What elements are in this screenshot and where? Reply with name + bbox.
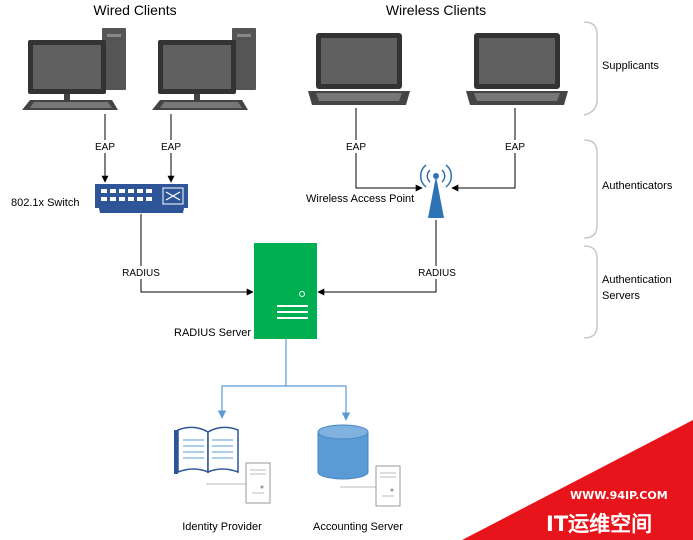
radius-label: RADIUS	[418, 268, 456, 279]
radius-server-icon	[254, 243, 317, 339]
wireless-access-point-icon	[419, 164, 453, 218]
database-icon	[317, 424, 369, 480]
laptop-icon	[466, 33, 568, 105]
watermark-text: IT运维空间	[546, 512, 652, 536]
accounting-server-label: Accounting Server	[313, 521, 403, 533]
identity-provider-label: Identity Provider	[182, 521, 262, 533]
authenticators-brace	[583, 139, 598, 239]
switch-label: 802.1x Switch	[11, 197, 79, 209]
network-switch-icon	[95, 184, 188, 213]
supplicants-label: Supplicants	[602, 60, 659, 72]
link-identity-provider	[217, 339, 287, 419]
server-icon	[375, 465, 401, 507]
laptop-icon	[308, 33, 410, 105]
authentication-servers-brace	[583, 245, 598, 339]
radius-link-switch	[140, 214, 254, 296]
wired-clients-title: Wired Clients	[93, 2, 176, 18]
eap-link-wireless-2	[451, 108, 516, 192]
eap-label: EAP	[161, 142, 181, 153]
access-point-label: Wireless Access Point	[306, 193, 414, 205]
server-icon	[245, 462, 271, 504]
desktop-computer-icon	[152, 28, 256, 110]
radius-server-label: RADIUS Server	[174, 327, 251, 339]
desktop-computer-icon	[22, 28, 126, 110]
eap-label: EAP	[346, 142, 366, 153]
eap-label: EAP	[505, 142, 525, 153]
authentication-servers-label-line2: Servers	[602, 290, 640, 302]
radius-link-access-point	[317, 220, 437, 296]
authenticators-label: Authenticators	[602, 180, 673, 192]
watermark-logo: WWW.94IP.COM IT运维空间	[462, 420, 693, 540]
supplicants-brace	[583, 21, 598, 116]
eap-label: EAP	[95, 142, 115, 153]
book-icon	[174, 426, 239, 474]
link-accounting-server	[286, 385, 351, 421]
radius-label: RADIUS	[122, 268, 160, 279]
authentication-servers-label-line1: Authentication	[602, 274, 672, 286]
watermark-url: WWW.94IP.COM	[570, 489, 668, 502]
wireless-clients-title: Wireless Clients	[386, 2, 486, 18]
eap-link-wireless-1	[355, 108, 423, 192]
